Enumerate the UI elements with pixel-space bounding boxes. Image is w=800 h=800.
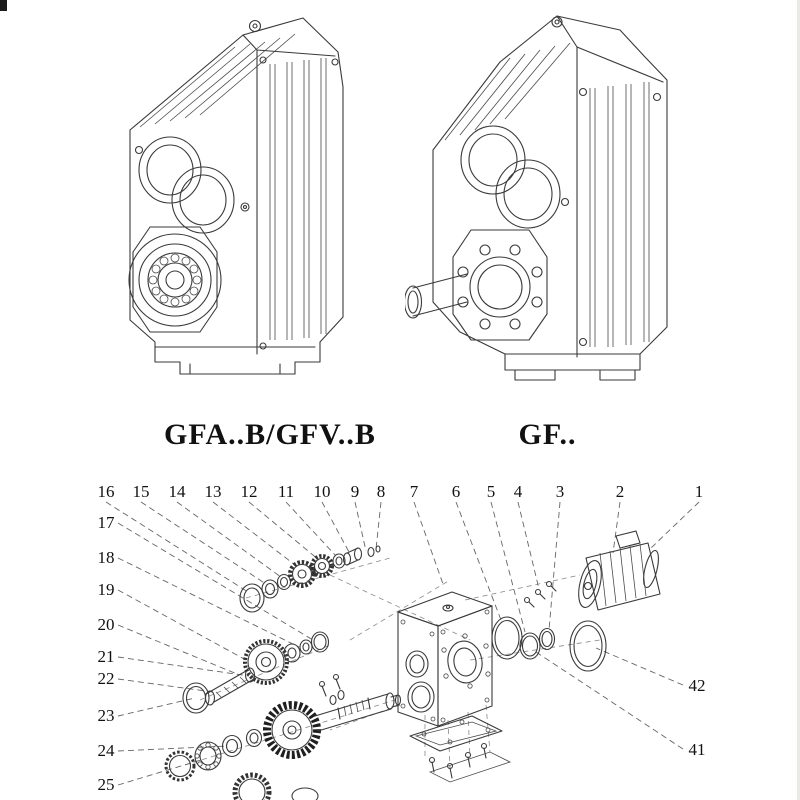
leader-lines: [105, 501, 700, 786]
callout-11: 11: [278, 482, 294, 501]
callout-numbers: 16 15 14 13 12 11 10 9 8 7 6 5 4 3 2 1 1…: [98, 482, 706, 794]
gf-silhouette: [432, 15, 668, 381]
gearbox-drawing-gfab: [128, 17, 344, 375]
callout-12: 12: [241, 482, 258, 501]
output-shaft-assembly: [164, 673, 402, 800]
callout-42: 42: [689, 676, 706, 695]
gfab-top-screw: [248, 19, 262, 33]
callout-17: 17: [98, 513, 116, 532]
callout-18: 18: [98, 548, 115, 567]
gf-top-screw: [551, 16, 563, 28]
callout-23: 23: [98, 706, 115, 725]
callout-10: 10: [314, 482, 331, 501]
gfab-cooling-fins: [139, 33, 296, 128]
callout-2: 2: [616, 482, 625, 501]
callout-6: 6: [452, 482, 461, 501]
cover-rings: [491, 580, 607, 672]
exploded-view: 16 15 14 13 12 11 10 9 8 7 6 5 4 3 2 1 1…: [98, 482, 706, 800]
motor-assembly: [578, 530, 661, 611]
scan-artifact: [0, 0, 7, 11]
callout-19: 19: [98, 580, 115, 599]
intermediate-gear-assembly: [182, 631, 330, 714]
callout-25: 25: [98, 775, 115, 794]
callout-16: 16: [98, 482, 115, 501]
gf-output-flange-shaft: [405, 229, 548, 341]
gfab-side-ribs: [259, 56, 339, 350]
model-label-gfab: GFA..B/GFV..B: [164, 418, 376, 451]
page-edge-shadow: [797, 0, 800, 800]
input-shaft-assembly: [239, 545, 381, 613]
gear-housing: [397, 591, 493, 727]
callout-3: 3: [556, 482, 565, 501]
base-plate-bolts: [409, 715, 512, 783]
callout-7: 7: [410, 482, 419, 501]
callout-1: 1: [695, 482, 704, 501]
gf-cooling-fins: [444, 42, 571, 141]
callout-9: 9: [351, 482, 360, 501]
callout-13: 13: [205, 482, 222, 501]
callout-15: 15: [133, 482, 150, 501]
gfab-input-bores: [134, 136, 250, 234]
callout-24: 24: [98, 741, 116, 760]
callout-41: 41: [689, 740, 706, 759]
model-label-gf: GF..: [518, 418, 577, 451]
gf-input-bores: [460, 125, 570, 229]
callout-22: 22: [98, 669, 115, 688]
gearbox-drawing-gf: [405, 15, 668, 381]
gfab-silhouette: [129, 17, 344, 375]
callout-20: 20: [98, 615, 115, 634]
callout-5: 5: [487, 482, 496, 501]
gf-side-ribs: [578, 82, 662, 347]
callout-4: 4: [514, 482, 523, 501]
callout-14: 14: [169, 482, 187, 501]
callout-21: 21: [98, 647, 115, 666]
callout-8: 8: [377, 482, 386, 501]
gfab-bearing-boss: [128, 226, 222, 333]
